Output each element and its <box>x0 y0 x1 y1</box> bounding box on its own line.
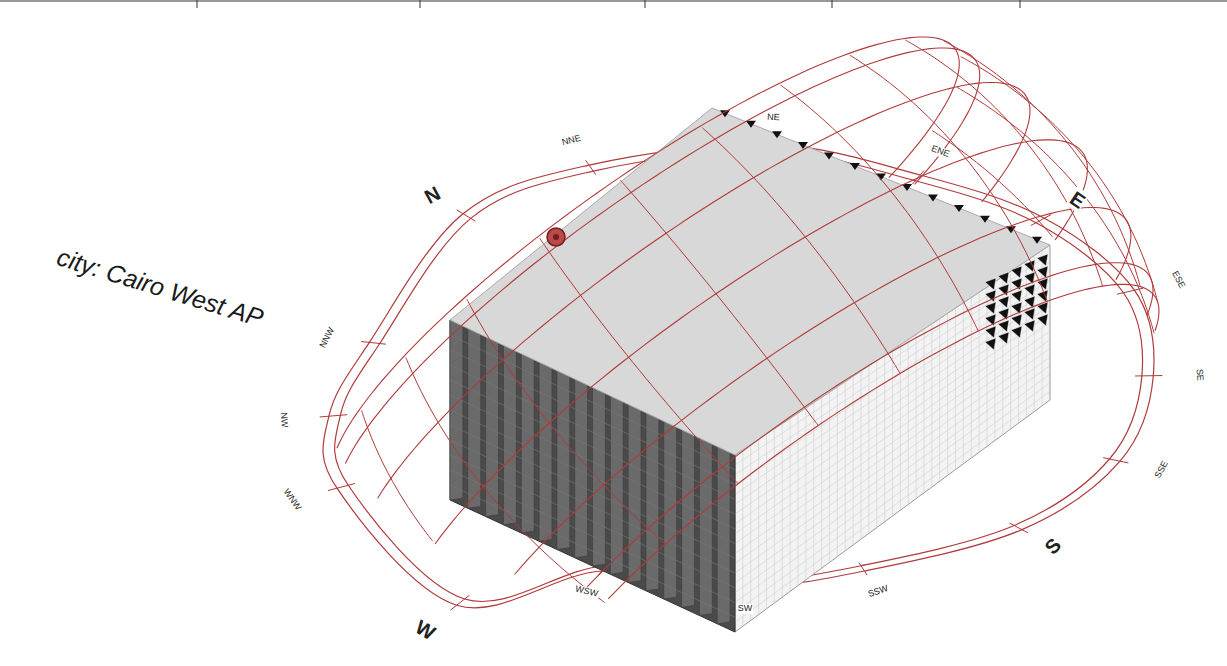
shading-triangle <box>1011 290 1022 302</box>
frame-lines <box>0 0 1227 8</box>
shading-triangle <box>1037 290 1048 302</box>
shading-triangle <box>985 314 996 326</box>
compass-tick <box>1009 523 1028 533</box>
hour-line <box>961 57 1158 303</box>
day-path <box>337 37 959 448</box>
facade-grid <box>450 485 735 617</box>
city-title: city: Cairo West AP <box>53 243 268 332</box>
shading-triangle <box>1011 326 1022 338</box>
day-path <box>378 82 1030 498</box>
hour-line <box>905 40 1102 286</box>
sun-path-curves <box>337 37 1159 603</box>
compass-tick <box>328 483 355 490</box>
compass-tick <box>361 342 386 345</box>
compass-tick <box>859 563 867 576</box>
compass-tick <box>1135 375 1162 376</box>
shading-triangle <box>772 131 782 138</box>
compass-label: NW <box>277 411 288 429</box>
frame-line <box>1020 0 1021 8</box>
hour-line <box>362 410 433 541</box>
frame-line <box>832 0 833 8</box>
frame-line <box>645 0 646 8</box>
shading-triangle <box>746 121 756 128</box>
shading-triangle <box>985 326 996 338</box>
compass-label: NNW <box>318 325 338 350</box>
shading-triangle <box>1024 284 1035 296</box>
shading-triangle <box>1037 254 1048 266</box>
shading-triangle <box>998 296 1009 308</box>
compass-label: N <box>420 181 445 208</box>
hour-line <box>467 299 666 544</box>
shading-triangle <box>1037 302 1048 314</box>
compass-label: NNE <box>561 134 584 149</box>
compass-label: ESE <box>1169 269 1187 291</box>
shading-triangle <box>998 320 1009 332</box>
compass-label: W <box>410 615 439 644</box>
facade-grid <box>450 440 735 573</box>
compass-label: SW <box>737 604 754 614</box>
shading-triangle <box>902 184 912 191</box>
hour-line <box>620 180 818 426</box>
day-path <box>435 140 1087 544</box>
shading-triangle <box>850 163 860 170</box>
day-path <box>582 263 1153 592</box>
shading-triangle <box>985 302 996 314</box>
compass-label: SSW <box>866 584 890 600</box>
frame-line <box>0 1 1227 2</box>
sun-position-marker <box>547 228 565 246</box>
shading-triangle <box>1024 260 1035 272</box>
compass-label: SSE <box>1153 459 1171 481</box>
sun-position-marker <box>553 234 559 240</box>
facade-grid <box>450 470 735 603</box>
hour-line <box>932 130 1053 237</box>
day-path <box>608 284 1159 598</box>
compass-label: E <box>1065 187 1090 214</box>
shading-triangle <box>928 195 938 202</box>
hour-line <box>943 40 1140 286</box>
hour-line <box>957 87 1154 333</box>
facade-grid <box>735 391 1050 622</box>
compass-tick <box>586 160 596 174</box>
frame-line <box>420 0 421 8</box>
shading-triangle <box>954 205 964 212</box>
frame-line <box>197 0 198 8</box>
compass-label: WNW <box>281 487 304 514</box>
compass-tick <box>457 210 476 221</box>
shading-triangle <box>1032 237 1042 244</box>
hour-line <box>781 85 979 331</box>
facade-grid <box>450 425 735 558</box>
shading-triangle <box>1011 266 1022 278</box>
hour-line <box>406 357 605 602</box>
shading-triangle <box>998 308 1009 320</box>
shading-triangle <box>980 216 990 223</box>
shading-triangle <box>1011 314 1022 326</box>
shading-triangle <box>1024 320 1035 332</box>
compass-tick <box>1103 458 1128 463</box>
shading-triangle <box>1037 314 1048 326</box>
shading-triangle <box>985 278 996 290</box>
day-path <box>515 207 1131 574</box>
shading-triangle <box>824 152 834 159</box>
shading-triangle <box>998 332 1009 344</box>
compass-label: ENE <box>929 144 952 160</box>
hour-line <box>702 128 900 374</box>
day-path <box>345 48 979 463</box>
compass-tick <box>320 415 348 417</box>
compass-tick <box>450 595 469 610</box>
compass-label: NE <box>765 113 780 124</box>
shading-triangle <box>985 338 996 350</box>
compass-label: S <box>1040 533 1066 559</box>
compass-label: SE <box>1193 368 1204 383</box>
shading-triangle <box>998 272 1009 284</box>
shading-triangle <box>1037 266 1048 278</box>
compass-label: WSW <box>573 584 600 600</box>
